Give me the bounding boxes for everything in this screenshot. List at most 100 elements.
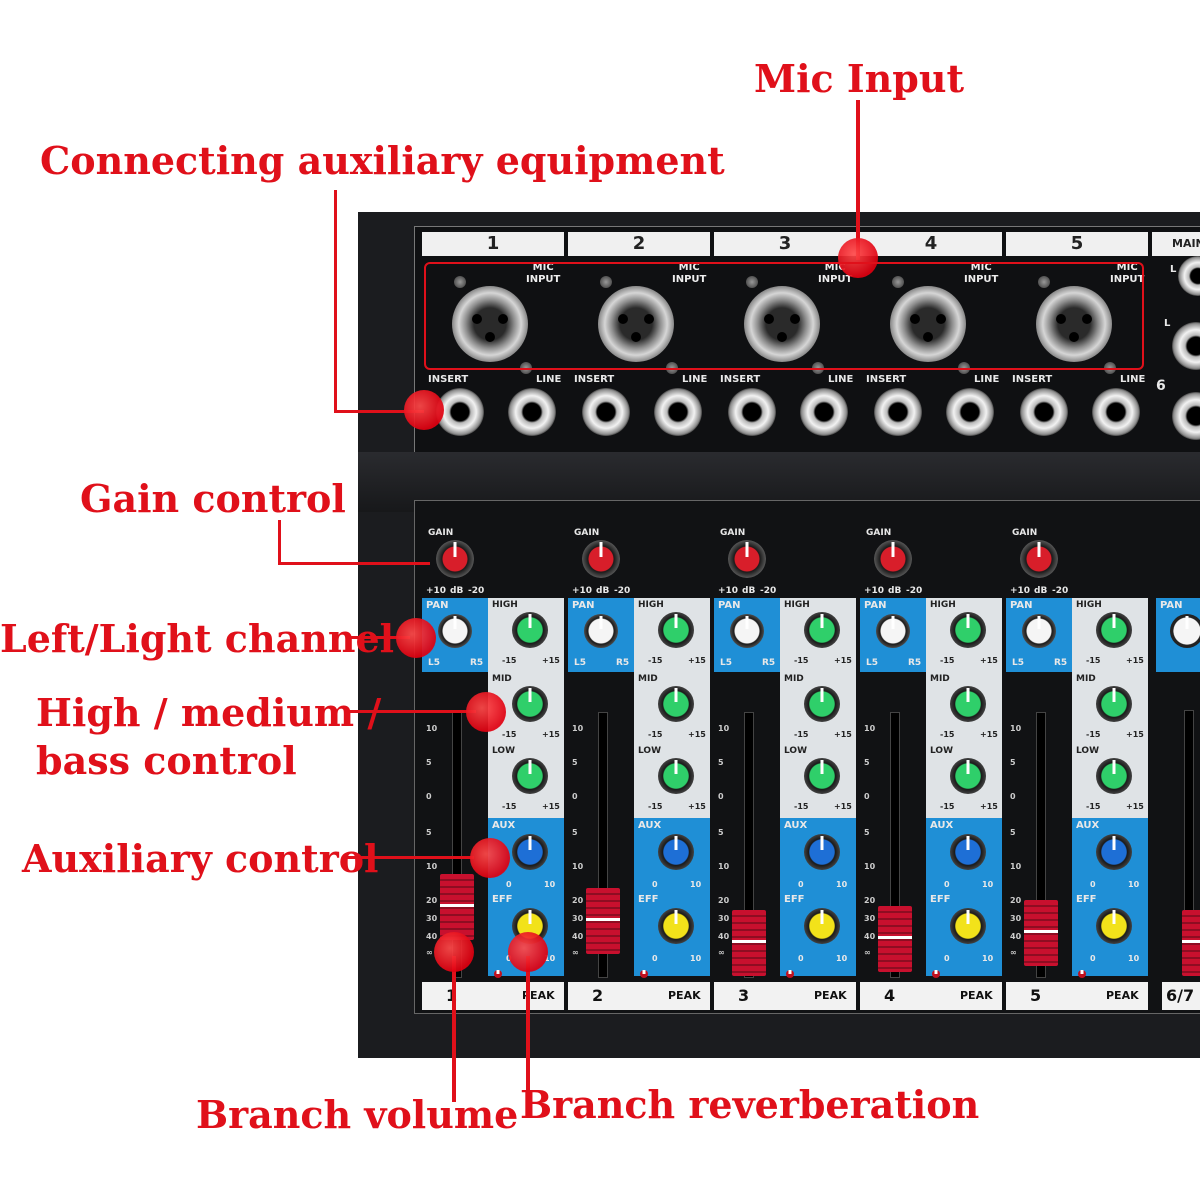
ch3-aux-knob[interactable] [804,834,840,870]
ch6-fader-cap[interactable] [1182,910,1200,976]
ch4-gain-scale-right: -20 [906,586,923,596]
ch6-pan-knob[interactable] [1170,614,1200,648]
ch4-aux-knob[interactable] [950,834,986,870]
ch3-peak-led [786,970,794,978]
ch5-line-jack[interactable] [1092,388,1140,436]
ch4-line-jack[interactable] [946,388,994,436]
ch3-fader-cap[interactable] [732,910,766,976]
ch4-xlr-pin-1 [910,314,920,324]
ch2-gain-knob[interactable] [582,540,620,578]
ch4-gain-label: GAIN [866,528,892,538]
ch5-fader-cap[interactable] [1024,900,1058,966]
ch4-xlr-mic-input[interactable] [890,286,966,362]
ch4-fader-scale-8: ∞ [864,948,871,957]
ch1-eff-max: 10 [544,954,556,963]
ch3-eq-low-label: LOW [784,746,807,756]
ch2-eff-knob[interactable] [658,908,694,944]
ch1-pan-knob[interactable] [438,614,472,648]
ch4-fader-cap[interactable] [878,906,912,972]
ch5-fader-scale-6: 30 [1010,914,1022,923]
ch2-pan-knob[interactable] [584,614,618,648]
mic-input-leader [856,100,860,260]
ch4-gain-knob[interactable] [874,540,912,578]
ch2-mic-input-label: MIC INPUT [672,262,707,285]
ch5-aux-knob[interactable] [1096,834,1132,870]
mic-input-highlight-box [424,262,1144,370]
ch1-eq-low-label: LOW [492,746,515,756]
ch2-line-jack[interactable] [654,388,702,436]
ch4-eff-knob[interactable] [950,908,986,944]
ch3-eq-high-max: +15 [834,656,852,665]
ch5-pan-knob[interactable] [1022,614,1056,648]
ch6-pan-label: PAN [1160,600,1183,611]
ch5-eff-knob[interactable] [1096,908,1132,944]
ch4-gain-scale-left: +10 [864,586,885,596]
ch5-eq-low-knob[interactable] [1096,758,1132,794]
ch2-aux-knob[interactable] [658,834,694,870]
ch2-peak-label: PEAK [668,989,701,1002]
ch4-insert-jack[interactable] [874,388,922,436]
ch3-aux-max: 10 [836,880,848,889]
ch1-line-jack[interactable] [508,388,556,436]
branch-volume-leader [452,956,456,1102]
ch1-gain-knob[interactable] [436,540,474,578]
ch3-eq-high-label: HIGH [784,600,810,610]
ch5-aux-max: 10 [1128,880,1140,889]
ch3-eq-low-max: +15 [834,802,852,811]
ch1-insert-jack[interactable] [436,388,484,436]
ch5-gain-knob[interactable] [1020,540,1058,578]
ch4-eq-low-knob[interactable] [950,758,986,794]
gain-leader-v [278,520,281,564]
ch4-eq-mid-knob[interactable] [950,686,986,722]
ch2-xlr-mic-input[interactable] [598,286,674,362]
ch3-pan-right-label: R5 [762,658,776,668]
ch1-eq-mid-knob[interactable] [512,686,548,722]
ch1-aux-knob[interactable] [512,834,548,870]
ch1-eq-low-knob[interactable] [512,758,548,794]
ch3-eq-low-knob[interactable] [804,758,840,794]
ch2-insert-jack[interactable] [582,388,630,436]
ch5-fader-track [1036,712,1046,978]
main-out-jack[interactable] [1178,256,1200,296]
ch2-eq-low-knob[interactable] [658,758,694,794]
ch3-line-jack[interactable] [800,388,848,436]
ch3-eq-mid-knob[interactable] [804,686,840,722]
ch2-fader-cap[interactable] [586,888,620,954]
ch3-eff-knob[interactable] [804,908,840,944]
ch3-insert-jack[interactable] [728,388,776,436]
ch1-gain-scale-right: -20 [468,586,485,596]
ch3-eq-high-knob[interactable] [804,612,840,648]
ch1-fader-scale-6: 30 [426,914,438,923]
ch3-xlr-pin-2 [790,314,800,324]
ch3-xlr-mic-input[interactable] [744,286,820,362]
ch5-insert-jack[interactable] [1020,388,1068,436]
ch5-eq-mid-max: +15 [1126,730,1144,739]
ch2-footer-number: 2 [592,986,604,1005]
ch5-xlr-mic-input[interactable] [1036,286,1112,362]
ch3-pan-knob[interactable] [730,614,764,648]
ch1-xlr-mic-input[interactable] [452,286,528,362]
ch3-fader-scale-2: 0 [718,792,724,801]
ch5-eq-high-knob[interactable] [1096,612,1132,648]
ch1-eq-low-max: +15 [542,802,560,811]
ch5-gain-scale-mid: dB [1034,586,1048,596]
ch4-pan-knob[interactable] [876,614,910,648]
ch4-eff-min: 0 [944,954,950,963]
ch5-eq-mid-knob[interactable] [1096,686,1132,722]
ch5-fader-scale-2: 0 [1010,792,1016,801]
ch1-fader-scale-5: 20 [426,896,438,905]
ch3-gain-label: GAIN [720,528,746,538]
ch3-gain-knob[interactable] [728,540,766,578]
ch4-fader-scale-2: 0 [864,792,870,801]
ch5-eq-mid-label: MID [1076,674,1096,684]
ch4-eq-high-knob[interactable] [950,612,986,648]
ch1-fader-cap[interactable] [440,874,474,940]
ch1-pan-right-label: R5 [470,658,484,668]
ch2-eq-high-knob[interactable] [658,612,694,648]
ch1-pan-label: PAN [426,600,449,611]
ch2-eq-mid-knob[interactable] [658,686,694,722]
ch5-peak-led [1078,970,1086,978]
ch4-mic-input-label: MIC INPUT [964,262,999,285]
ch1-eq-high-knob[interactable] [512,612,548,648]
